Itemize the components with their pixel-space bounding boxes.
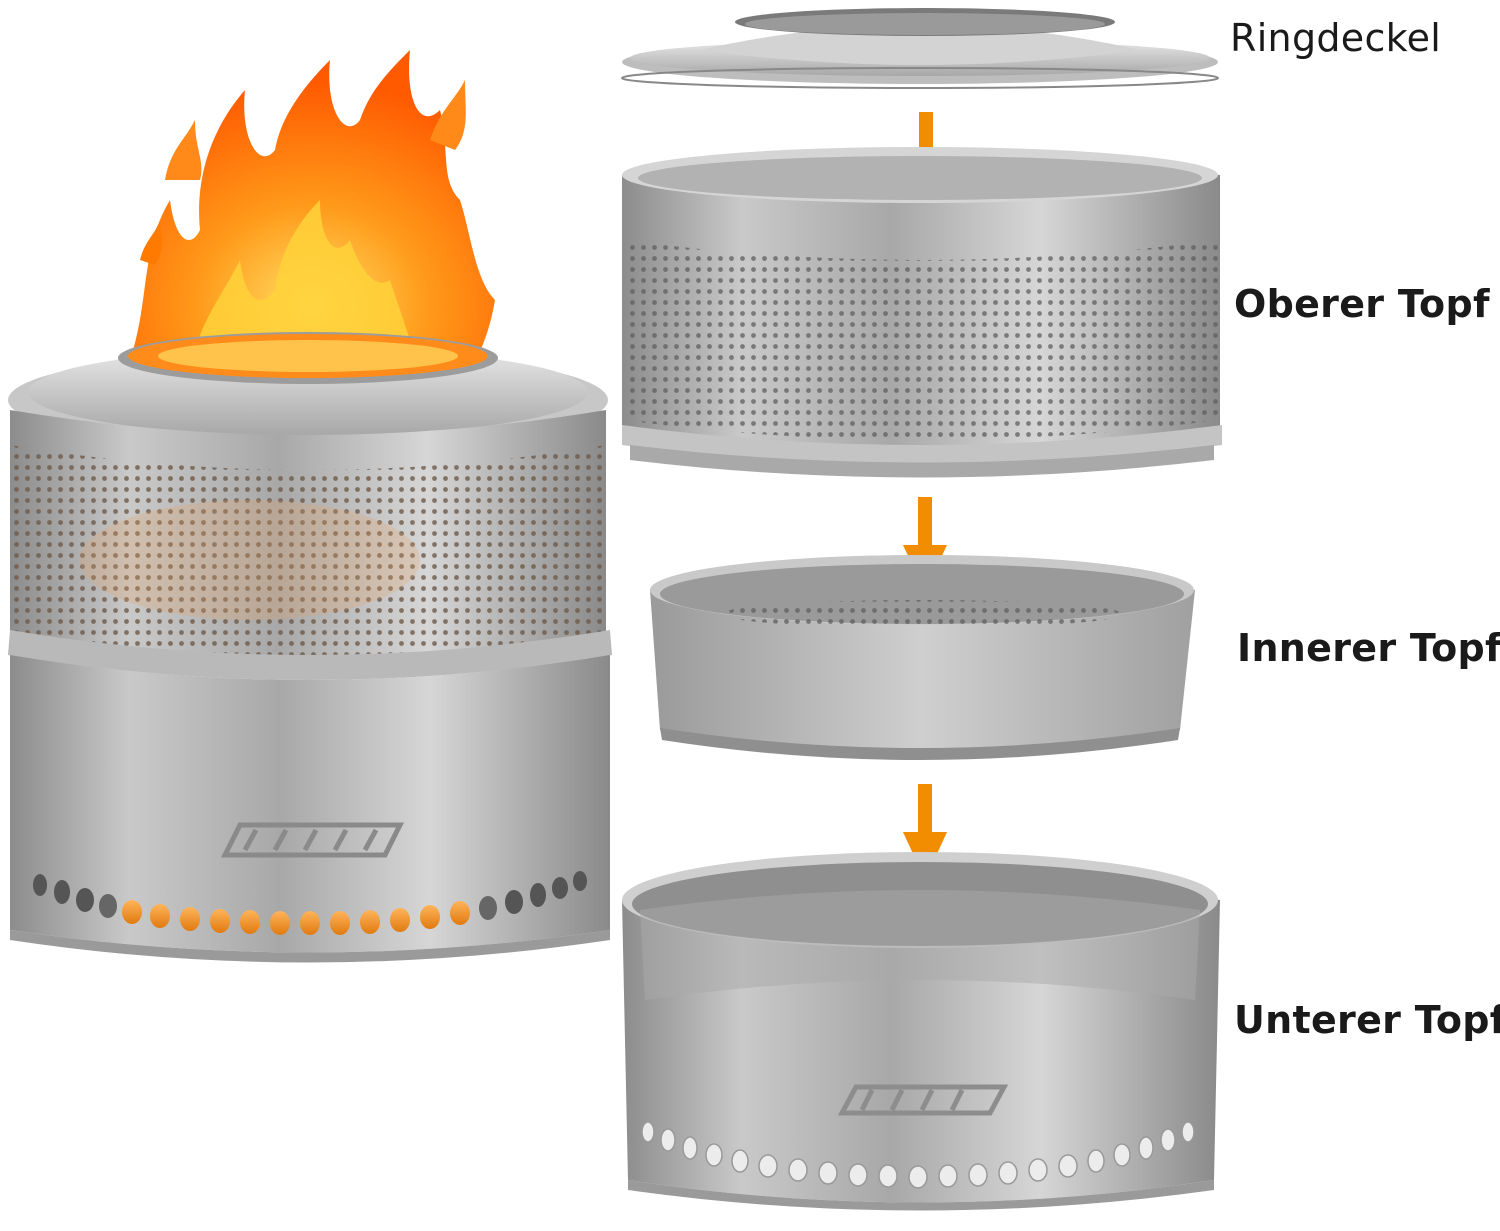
assembled-fire-pit xyxy=(8,50,612,963)
part-ring-lid xyxy=(621,8,1219,89)
air-holes xyxy=(33,871,587,935)
part-inner-pot xyxy=(650,555,1195,760)
label-ring-lid: Ringdeckel xyxy=(1230,16,1442,60)
part-lower-pot xyxy=(622,852,1220,1211)
label-inner-pot: Innerer Topf xyxy=(1237,626,1500,670)
label-lower-pot: Unterer Topf xyxy=(1234,998,1500,1042)
part-upper-pot xyxy=(622,147,1222,478)
brand-logo-icon xyxy=(220,822,405,858)
air-holes xyxy=(641,1121,1195,1189)
label-upper-pot: Oberer Topf xyxy=(1234,282,1490,326)
flame-icon xyxy=(130,50,495,370)
brand-logo-icon xyxy=(837,1084,1009,1116)
